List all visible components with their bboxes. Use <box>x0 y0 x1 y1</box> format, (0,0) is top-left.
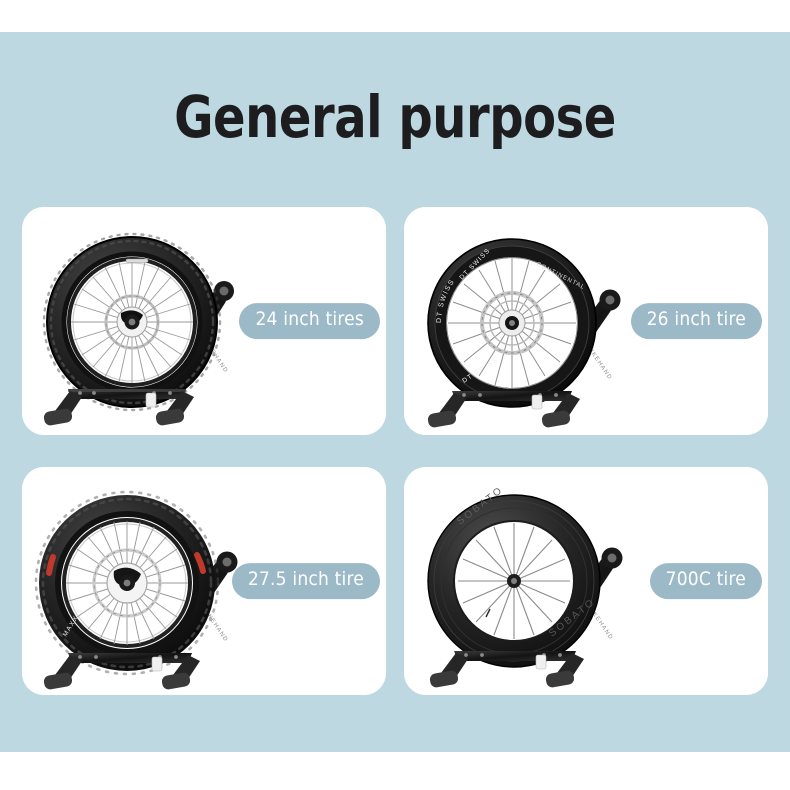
tire-size-label-27-5: 27.5 inch tire <box>231 563 380 599</box>
page-title: General purpose <box>174 83 616 151</box>
feature-card-27-5-inch[interactable]: BIKEHAND MAXXI <box>22 467 386 695</box>
tire-size-label-26: 26 inch tire <box>630 303 762 339</box>
feature-card-700c[interactable]: BIKEHAND SOBATO SOBATO <box>404 467 768 695</box>
feature-card-26-inch[interactable]: BIKEHAND DT SWISS <box>404 207 768 435</box>
wheel-stand-photo-275: BIKEHAND MAXXI <box>22 467 386 695</box>
tire-size-label-24: 24 inch tires <box>239 303 380 339</box>
feature-card-grid: BIKEHAND <box>22 207 768 695</box>
tire-size-label-700c: 700C tire <box>649 563 762 599</box>
feature-card-24-inch[interactable]: BIKEHAND <box>22 207 386 435</box>
wheel-stand-photo-700c: BIKEHAND SOBATO SOBATO <box>404 467 768 695</box>
